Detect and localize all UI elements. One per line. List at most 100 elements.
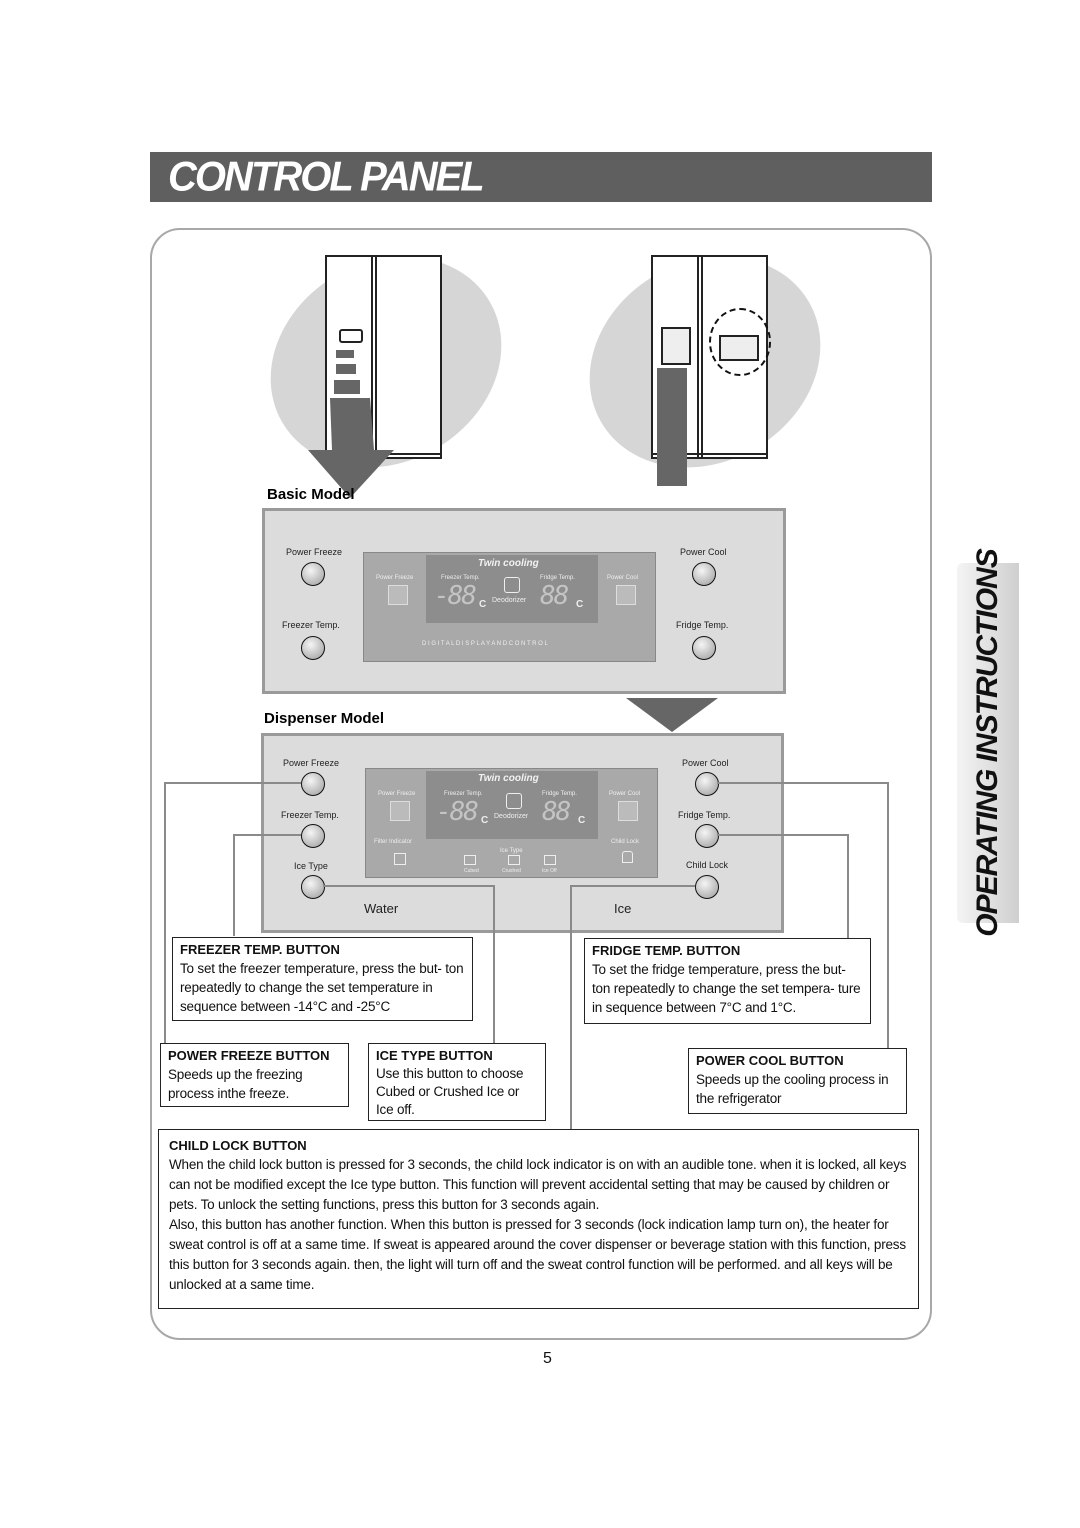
dispenser-display-brand: Twin cooling	[478, 773, 539, 784]
d-label-power-cool: Power Cool	[682, 758, 729, 768]
page-number: 5	[543, 1350, 552, 1367]
label-power-freeze: Power Freeze	[286, 547, 343, 557]
d-display-freezer-temp: Freezer Temp.	[444, 791, 483, 797]
basic-model-title: Basic Model	[267, 486, 355, 503]
dispenser-display: Twin cooling Power Freeze Freezer Temp. …	[365, 768, 658, 878]
freezer-temp-heading: FREEZER TEMP. BUTTON	[180, 942, 340, 957]
dispenser-arrow-shaft	[657, 368, 687, 486]
basic-display-power-cool: Power Cool	[607, 575, 639, 581]
d-power-cool-indicator-icon	[618, 801, 638, 821]
d-power-freeze-button[interactable]	[301, 772, 325, 796]
connector-line	[164, 782, 301, 784]
fridge-temp-heading: FRIDGE TEMP. BUTTON	[592, 943, 741, 958]
power-freeze-indicator-icon	[388, 585, 408, 605]
ice-off-icon	[544, 855, 556, 865]
d-freezer-digits: -88	[436, 797, 479, 827]
basic-display-freezer-temp: Freezer Temp.	[441, 575, 480, 581]
basic-display-power-freeze: Power Freeze	[376, 575, 414, 581]
d-display-ice-off: Ice Off	[542, 868, 557, 874]
d-freezer-unit: C	[481, 815, 489, 826]
power-freeze-button[interactable]	[301, 562, 325, 586]
connector-line	[717, 782, 889, 784]
power-freeze-description: POWER FREEZE BUTTON Speeds up the freezi…	[160, 1043, 349, 1107]
title-bar: CONTROL PANEL	[150, 152, 932, 202]
power-cool-text: Speeds up the cooling process in the ref…	[696, 1072, 889, 1106]
connector-line	[717, 834, 849, 836]
ice-type-button[interactable]	[301, 875, 325, 899]
label-fridge-temp: Fridge Temp.	[676, 620, 729, 630]
water-label: Water	[364, 901, 399, 916]
connector-line	[847, 834, 849, 938]
power-cool-button[interactable]	[692, 562, 716, 586]
side-tab-label: OPERATING INSTRUCTIONS	[971, 549, 1004, 937]
d-label-ice-type: Ice Type	[294, 861, 328, 871]
d-fridge-unit: C	[578, 815, 586, 826]
fridge-temp-button[interactable]	[692, 636, 716, 660]
side-tab: OPERATING INSTRUCTIONS	[957, 549, 1019, 937]
zoom-circle	[709, 308, 771, 376]
lock-icon	[622, 851, 633, 863]
basic-arrow-icon	[308, 350, 394, 498]
content-frame	[150, 228, 932, 1340]
basic-display-fridge-temp: Fridge Temp.	[540, 575, 575, 581]
ice-type-description: ICE TYPE BUTTON Use this button to choos…	[368, 1043, 546, 1121]
child-lock-button[interactable]	[695, 875, 719, 899]
d-fridge-temp-button[interactable]	[695, 824, 719, 848]
d-display-cubed: Cubed	[464, 868, 479, 874]
d-display-power-cool: Power Cool	[609, 791, 641, 797]
child-lock-heading: CHILD LOCK BUTTON	[169, 1138, 307, 1153]
basic-freezer-unit: C	[479, 599, 487, 610]
filter-icon	[394, 853, 406, 865]
power-freeze-text: Speeds up the freezing process inthe fre…	[168, 1067, 303, 1101]
d-deodorizer-icon	[506, 793, 522, 809]
d-label-child-lock: Child Lock	[686, 860, 729, 870]
power-cool-heading: POWER COOL BUTTON	[696, 1053, 844, 1068]
basic-display: Twin cooling Power Freeze Freezer Temp. …	[363, 552, 656, 662]
basic-display-footer: D I G I T A L D I S P L A Y A N D C O N …	[422, 641, 548, 647]
d-display-fridge-temp: Fridge Temp.	[542, 791, 577, 797]
connector-line	[570, 885, 695, 887]
panel-down-arrow-icon	[626, 698, 718, 732]
connector-line	[164, 782, 166, 1044]
d-display-ice-type: Ice Type	[500, 848, 523, 854]
connector-line	[570, 885, 572, 1129]
power-cool-description: POWER COOL BUTTON Speeds up the cooling …	[688, 1048, 907, 1114]
freezer-temp-button[interactable]	[301, 636, 325, 660]
ice-label: Ice	[614, 901, 632, 916]
crushed-icon	[508, 855, 520, 865]
d-power-cool-button[interactable]	[695, 772, 719, 796]
child-lock-description: CHILD LOCK BUTTON When the child lock bu…	[158, 1129, 919, 1309]
fridge-temp-description: FRIDGE TEMP. BUTTON To set the fridge te…	[584, 938, 871, 1024]
child-lock-text-1: When the child lock button is pressed fo…	[169, 1157, 907, 1212]
d-label-freezer-temp: Freezer Temp.	[281, 810, 339, 820]
ice-type-heading: ICE TYPE BUTTON	[376, 1048, 493, 1063]
child-lock-text-2: Also, this button has another function. …	[169, 1217, 906, 1292]
connector-line	[233, 834, 235, 936]
connector-line	[233, 834, 301, 836]
d-display-power-freeze: Power Freeze	[378, 791, 416, 797]
fridge-temp-text: To set the fridge temperature, press the…	[592, 962, 861, 1015]
d-fridge-digits: 88	[542, 797, 571, 827]
d-display-crushed: Crushed	[502, 868, 521, 874]
basic-freezer-digits: -88	[434, 581, 477, 611]
basic-fridge-unit: C	[576, 599, 584, 610]
basic-display-brand: Twin cooling	[478, 558, 539, 569]
label-power-cool: Power Cool	[680, 547, 727, 557]
freezer-temp-text: To set the freezer temperature, press th…	[180, 961, 464, 1014]
deodorizer-icon	[504, 577, 520, 593]
power-freeze-heading: POWER FREEZE BUTTON	[168, 1048, 330, 1063]
connector-line	[887, 782, 889, 1048]
page-title: CONTROL PANEL	[168, 153, 485, 201]
basic-display-deodorizer: Deodorizer	[492, 597, 527, 604]
cubed-icon	[464, 855, 476, 865]
label-freezer-temp: Freezer Temp.	[282, 620, 340, 630]
d-power-freeze-indicator-icon	[390, 801, 410, 821]
d-display-deodorizer: Deodorizer	[494, 813, 529, 820]
basic-fridge-digits: 88	[540, 581, 569, 611]
connector-line	[323, 885, 495, 887]
d-label-power-freeze: Power Freeze	[283, 758, 340, 768]
freezer-temp-description: FREEZER TEMP. BUTTON To set the freezer …	[172, 937, 473, 1021]
d-freezer-temp-button[interactable]	[301, 824, 325, 848]
power-cool-indicator-icon	[616, 585, 636, 605]
d-display-child-lock: Child Lock	[611, 839, 640, 845]
